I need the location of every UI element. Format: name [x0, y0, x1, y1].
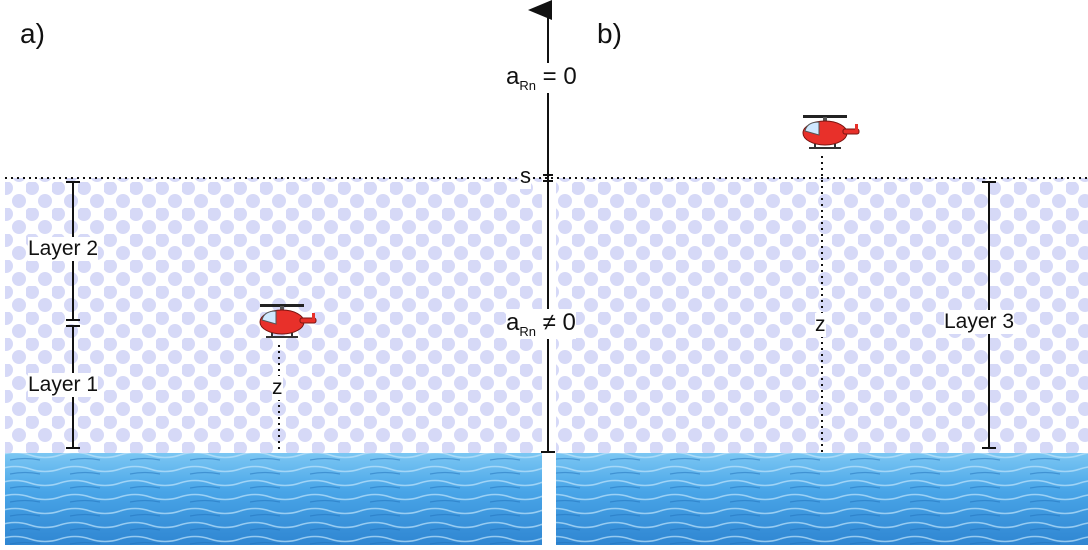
panel-a-label: a): [20, 18, 45, 49]
equation-above-relation: = 0: [542, 63, 577, 90]
panel-b-label: b): [597, 18, 622, 49]
equation-below-main: a: [506, 309, 520, 336]
equation-above-sub: Rn: [519, 78, 536, 93]
equation-above-main: a: [506, 63, 520, 90]
panel-a-altitude-label: z: [272, 376, 283, 400]
equation-below-relation: ≠ 0: [542, 309, 576, 336]
panel-a-helicopter-icon: [259, 304, 317, 338]
panel-b-helicopter-icon: [802, 115, 860, 149]
equation-above: aRn = 0: [506, 63, 577, 93]
layer-2-label: Layer 2: [28, 237, 99, 261]
panel-b-water: [556, 453, 1088, 545]
layer-3-label: Layer 3: [944, 310, 1015, 334]
equation-below-sub: Rn: [519, 324, 536, 339]
panel-a-water: [5, 453, 542, 545]
layer-1-label: Layer 1: [28, 373, 99, 397]
boundary-label: s: [520, 163, 531, 189]
equation-below: aRn ≠ 0: [506, 309, 576, 339]
panel-b-altitude-label: z: [815, 313, 826, 337]
